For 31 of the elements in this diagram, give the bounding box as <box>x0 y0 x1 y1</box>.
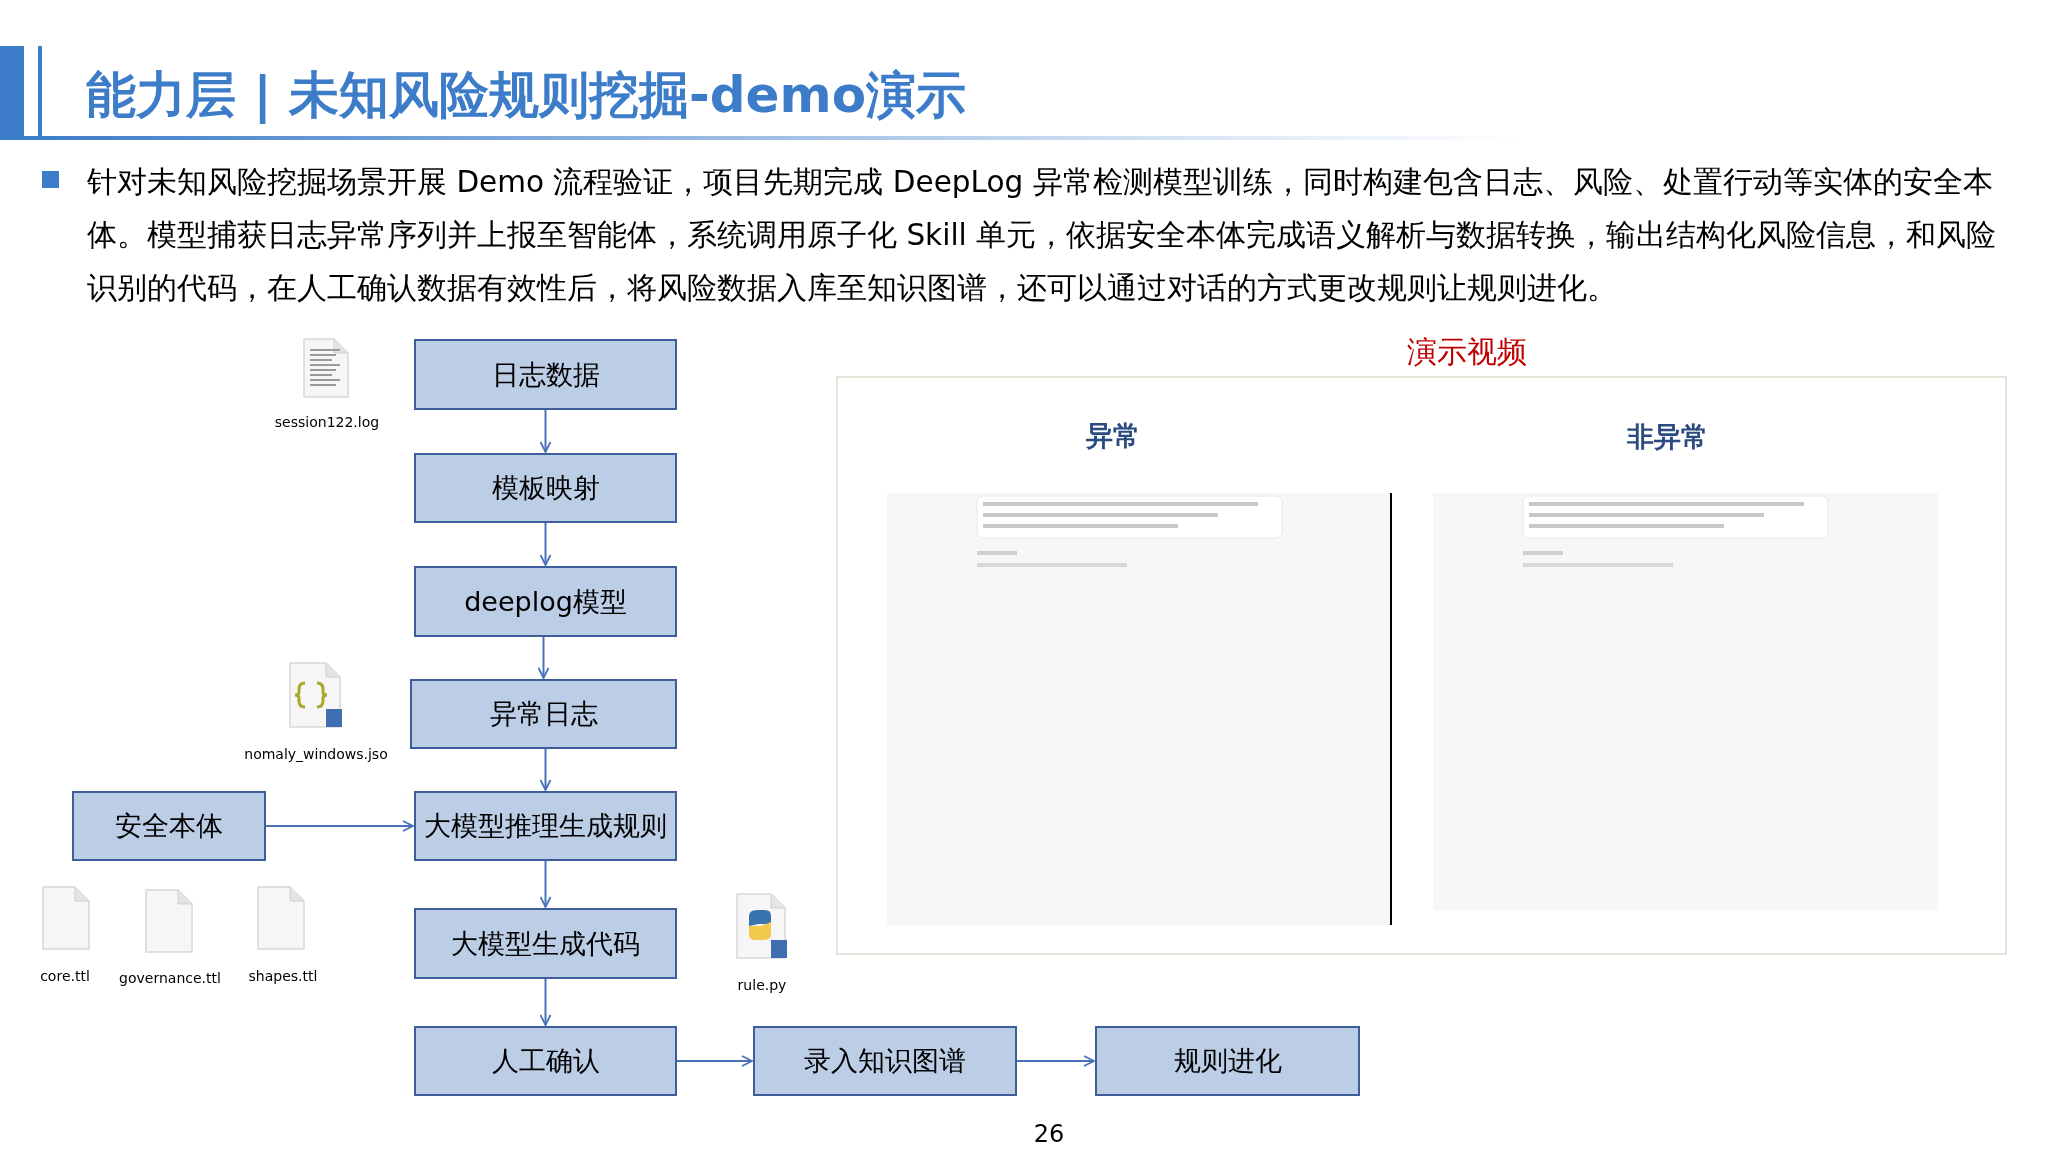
arrow <box>539 860 552 908</box>
process-box: 大模型推理生成规则 <box>414 791 677 861</box>
video-heading: 演示视频 <box>1407 333 1527 371</box>
file-name: nomaly_windows.jso <box>244 746 388 762</box>
process-box: 人工确认 <box>414 1026 677 1096</box>
screen-heading: 异常 <box>1086 419 1140 453</box>
arrow <box>1016 1055 1095 1067</box>
file-name: core.ttl <box>40 968 90 984</box>
arrow <box>676 1055 753 1067</box>
arrow <box>539 978 552 1026</box>
process-box: 录入知识图谱 <box>753 1026 1017 1096</box>
process-box: 大模型生成代码 <box>414 908 677 979</box>
arrow <box>539 748 552 791</box>
process-box: 规则进化 <box>1095 1026 1360 1096</box>
file-name: session122.log <box>274 414 380 430</box>
file-name: shapes.ttl <box>248 968 318 984</box>
slide-title: 能力层 | 未知风险规则挖掘-demo演示 <box>86 65 966 126</box>
process-box: 日志数据 <box>414 339 677 410</box>
arrow <box>537 636 550 679</box>
arrow <box>539 522 552 566</box>
screen-heading: 非异常 <box>1626 420 1708 454</box>
file-name: rule.py <box>737 977 787 993</box>
process-box: 异常日志 <box>410 679 677 749</box>
file-name: governance.ttl <box>119 970 221 986</box>
body-text: 针对未知风险挖掘场景开展 Demo 流程验证，项目先期完成 DeepLog 异常检测模型训练，同时构建包含日志、风险、处置行动等实体的安全本体。模型捕获日志异常序列并上报至智能体，系统调用原子化 Skill 单元，依据安全本体完成语义解析与数据转换，输出结构化风险信息，和风险识别的代码，在人工确认数据有效性后，将风险数据入库至知识图谱，还可以通过对话的方式更改规则让规则进化。 <box>87 164 1998 307</box>
process-box: 模板映射 <box>414 453 677 523</box>
process-box: deeplog模型 <box>414 566 677 637</box>
process-box: 安全本体 <box>72 791 266 861</box>
arrow <box>539 409 552 453</box>
arrow <box>265 820 414 832</box>
page-number: 26 <box>1033 1120 1065 1148</box>
